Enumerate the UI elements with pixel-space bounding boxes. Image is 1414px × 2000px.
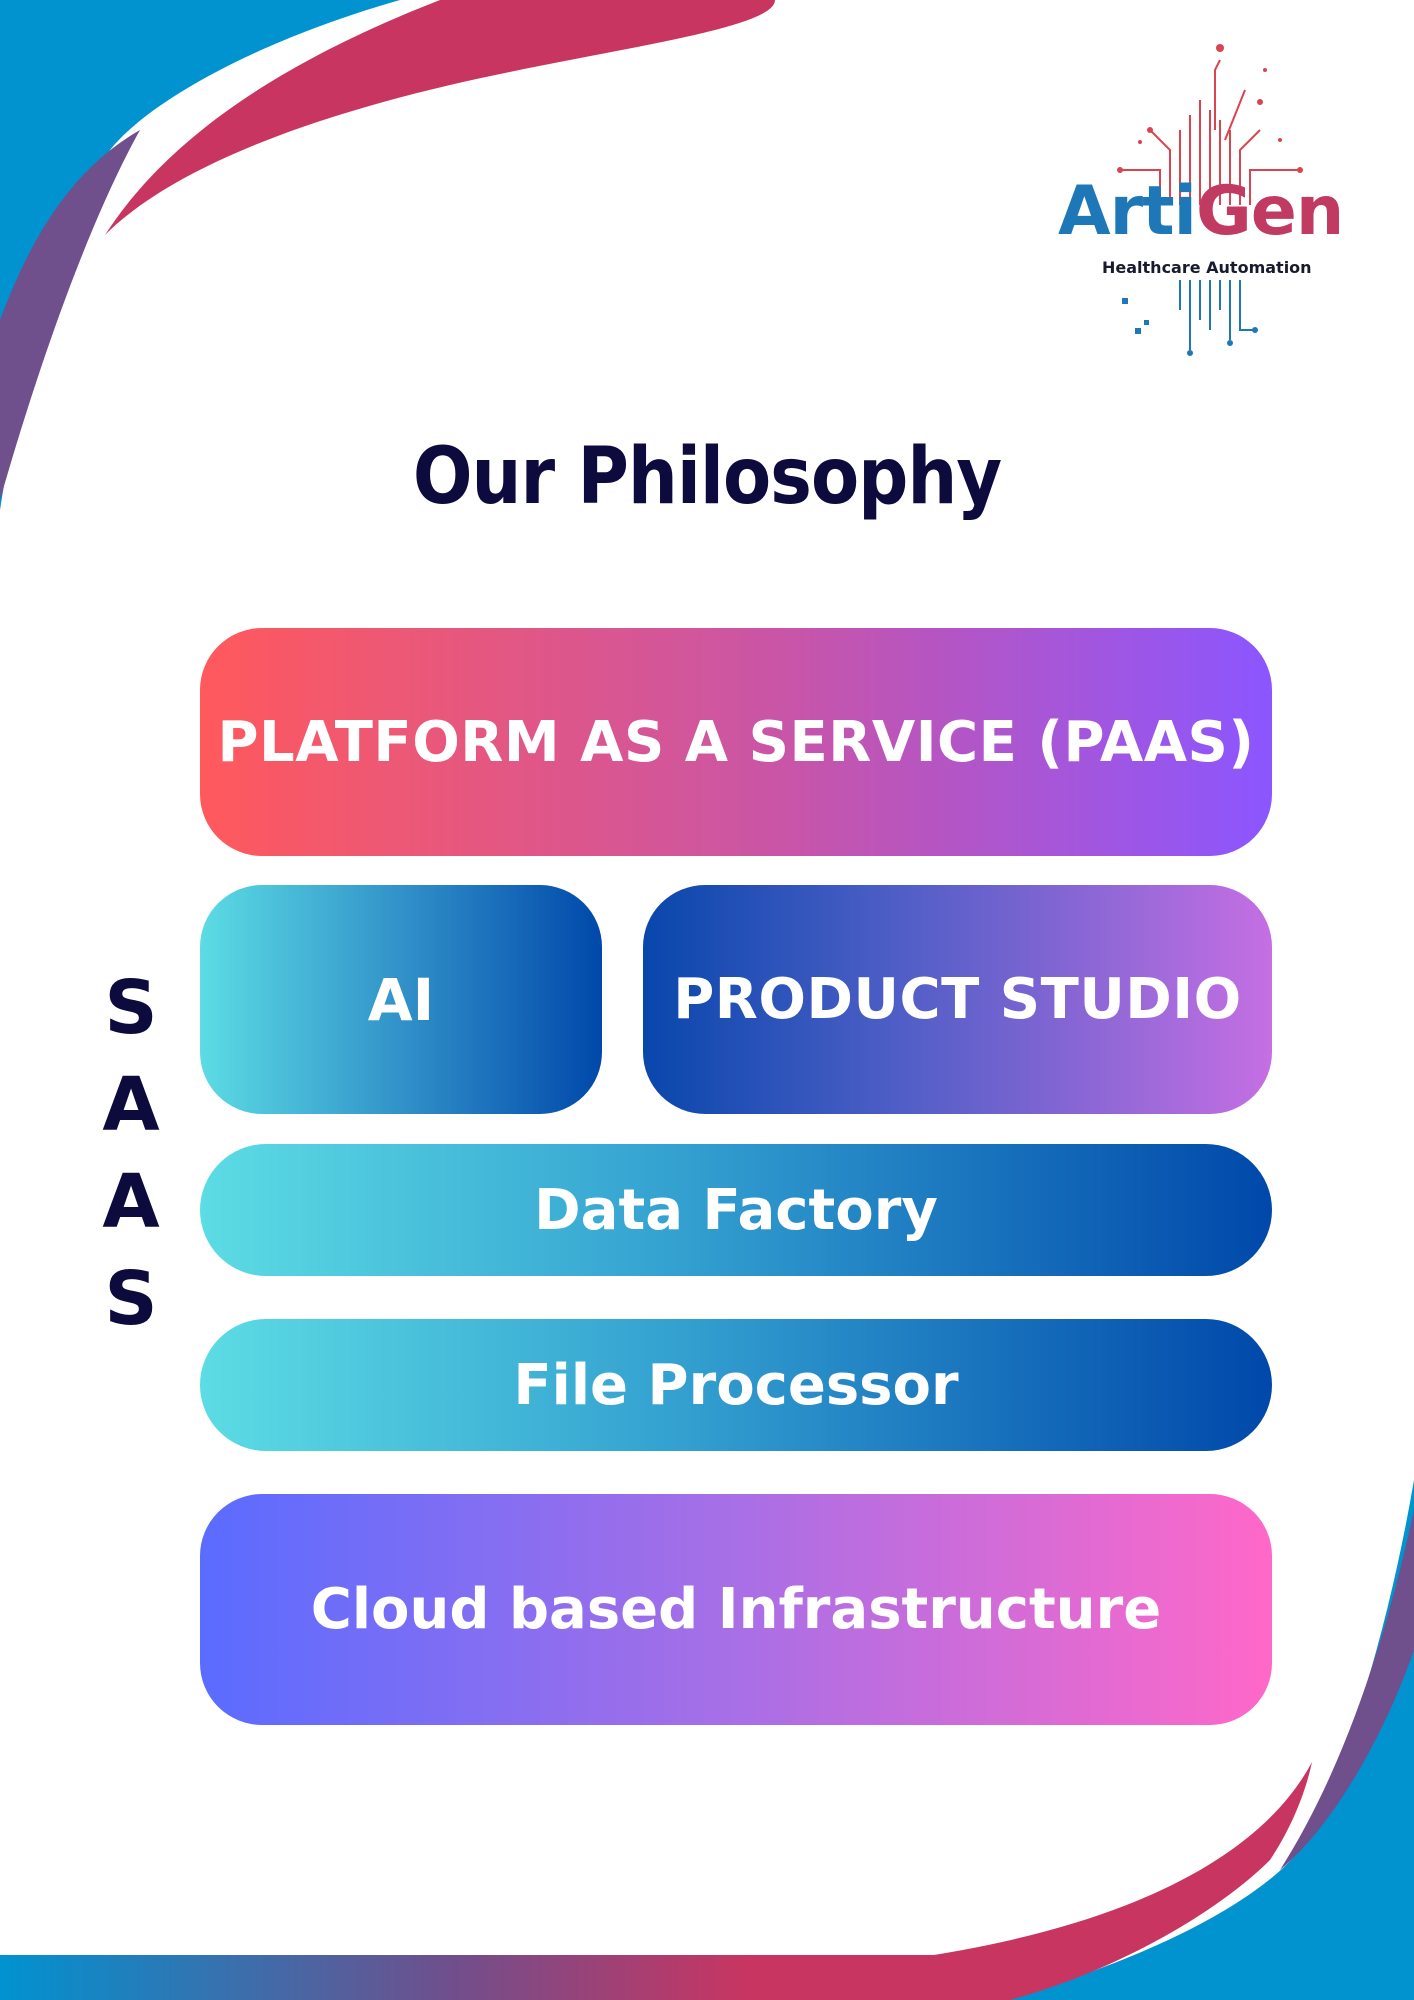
saas-letter: S: [104, 965, 158, 1051]
layer-data-factory: Data Factory: [200, 1144, 1272, 1276]
bottom-right-purple-swoosh: [1280, 1510, 1414, 1870]
saas-letter: A: [102, 1062, 160, 1148]
logo-wordmark: ArtiGen: [1058, 172, 1344, 251]
bottom-right-crimson-swoosh: [640, 1762, 1312, 2000]
layer-product-studio: PRODUCT STUDIO: [643, 885, 1272, 1114]
circuit-icon: [1117, 44, 1303, 356]
bottom-bar: [0, 1955, 1000, 2000]
artigen-logo: ArtiGen Healthcare Automation: [1040, 30, 1370, 380]
logo-tagline: Healthcare Automation: [1102, 258, 1312, 277]
layer-ai: AI: [200, 885, 602, 1114]
top-left-purple-swoosh: [0, 130, 140, 500]
page-title: Our Philosophy: [412, 432, 1002, 522]
layer-cloud-infrastructure: Cloud based Infrastructure: [200, 1494, 1272, 1725]
saas-vertical-label: S A A S: [96, 960, 166, 1348]
top-left-crimson-swoosh: [105, 0, 775, 235]
layer-paas: PLATFORM AS A SERVICE (PAAS): [200, 628, 1272, 856]
layer-file-processor: File Processor: [200, 1319, 1272, 1451]
saas-letter: S: [104, 1256, 158, 1342]
top-left-blue-swoosh: [0, 0, 400, 510]
saas-letter: A: [102, 1159, 160, 1245]
bottom-right-blue-swoosh: [1000, 1480, 1414, 2000]
